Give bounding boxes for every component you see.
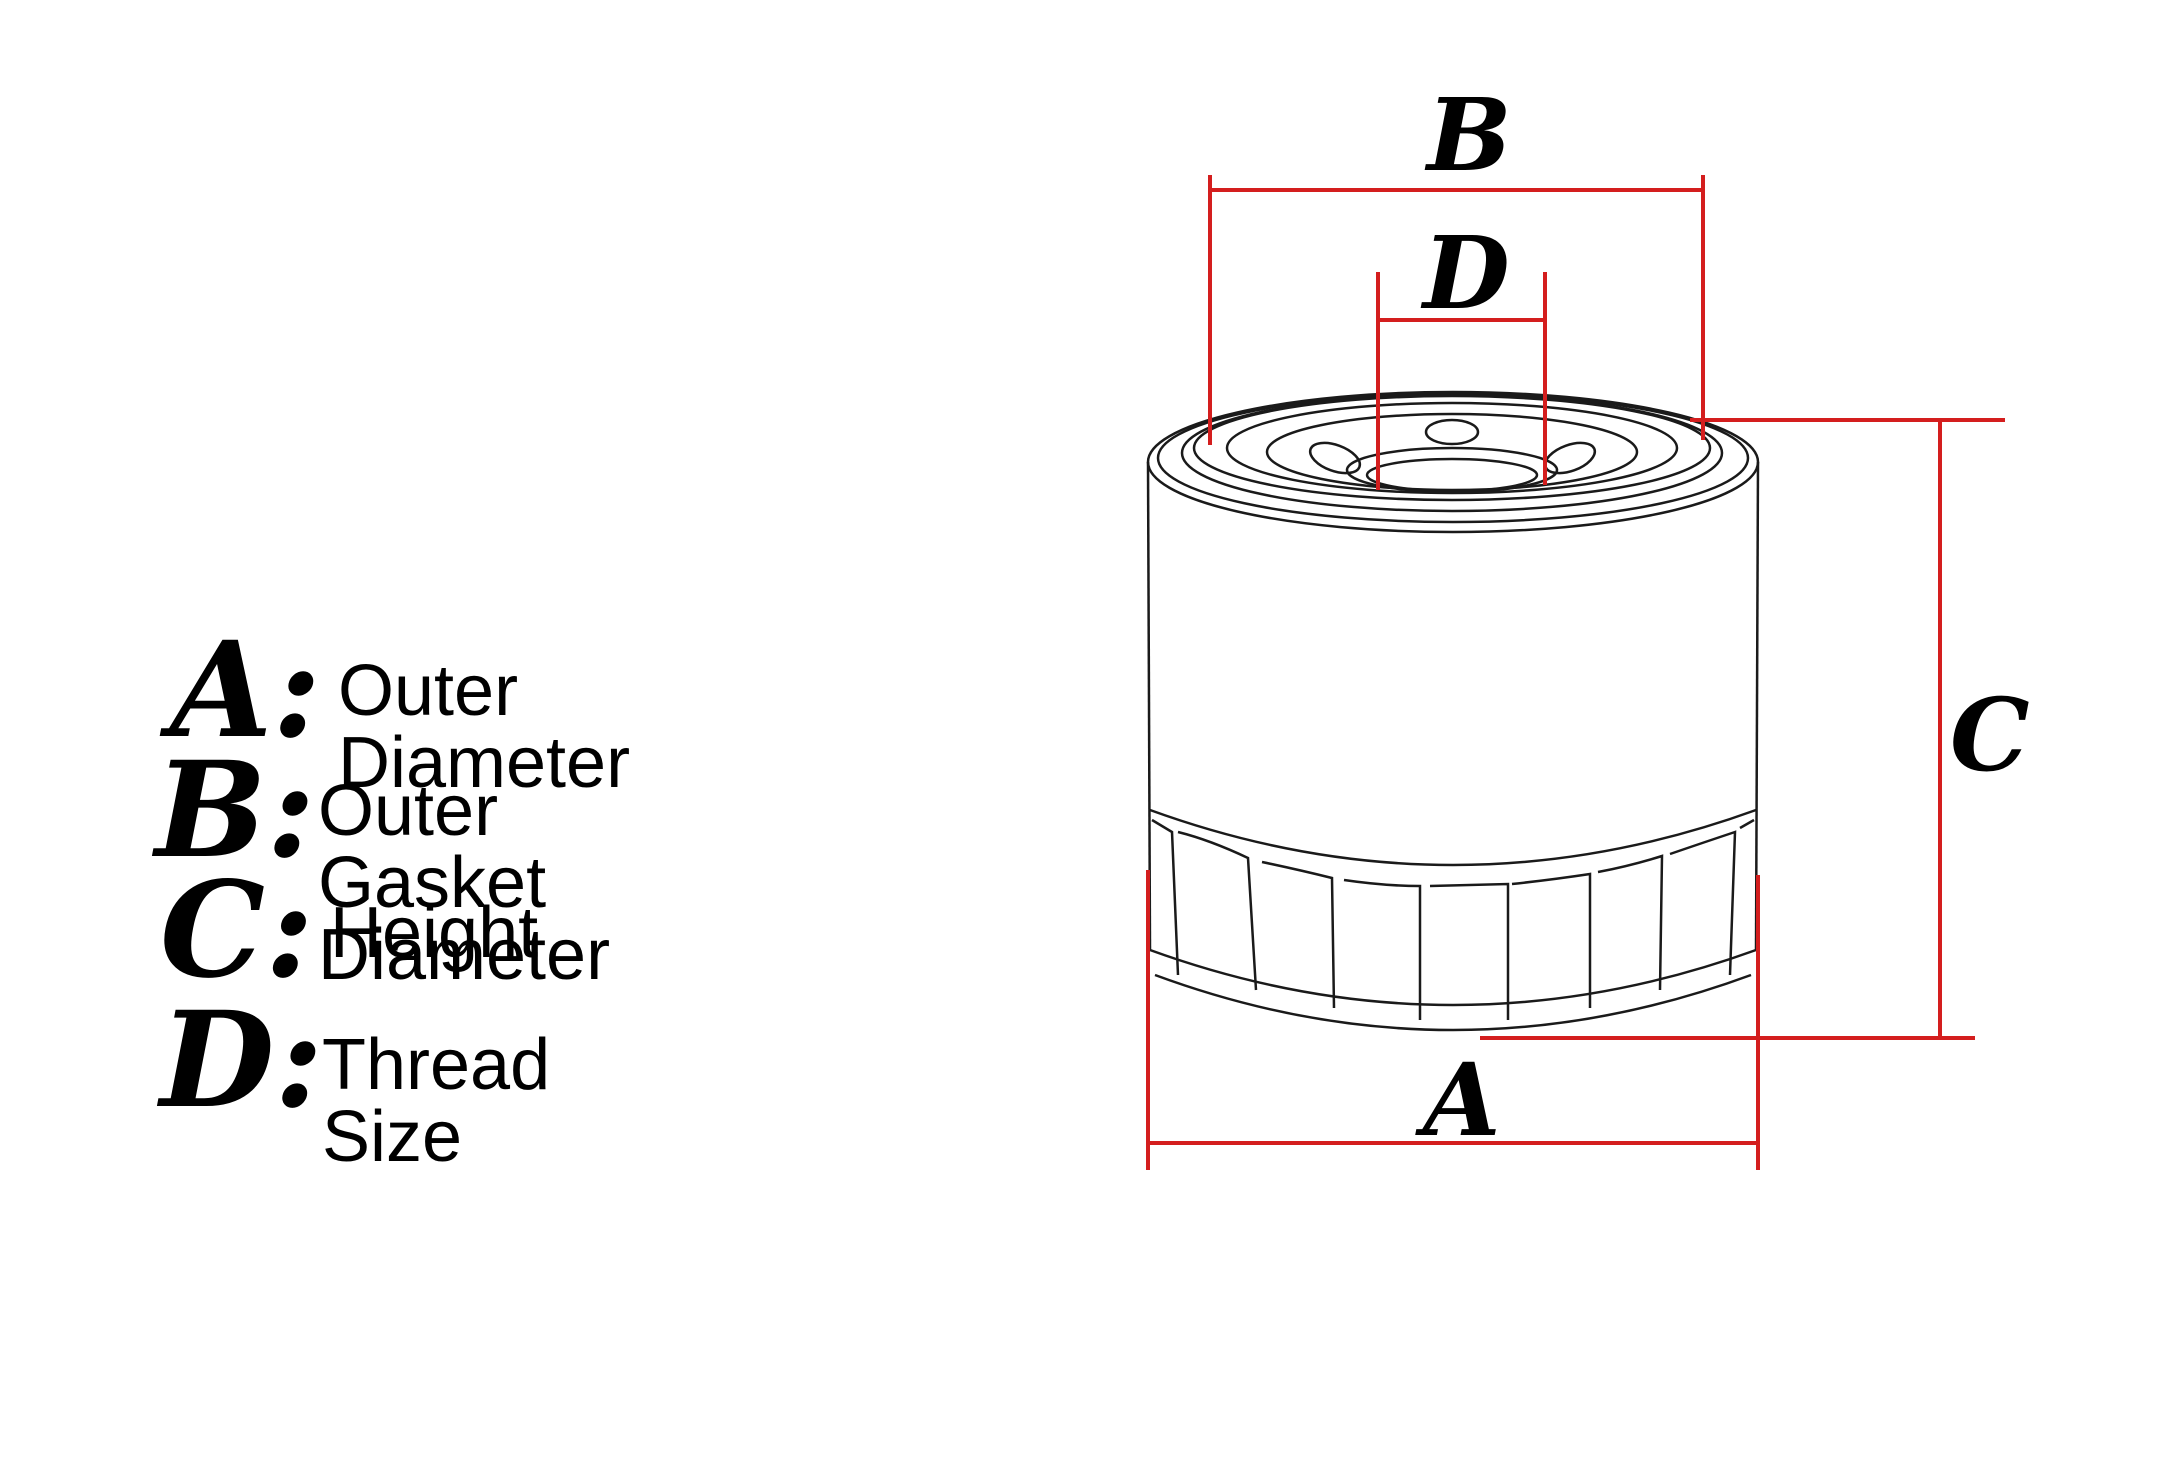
legend-text-c: Height: [330, 893, 539, 973]
dimension-lines: [1146, 175, 2005, 1170]
legend-key-d: D:: [160, 983, 324, 1138]
oil-filter-drawing-icon: [1146, 390, 1760, 1032]
legend-key-a: A:: [170, 613, 322, 768]
filter-left-side: [1146, 461, 1152, 951]
legend-text-d: Thread Size: [322, 1025, 551, 1177]
legend-text-a: Outer Diameter: [338, 651, 631, 803]
grip-band-top: [1149, 808, 1757, 867]
dim-label-d: D: [1420, 214, 1510, 332]
dim-label-c: C: [1950, 676, 2030, 794]
legend-key-c: C:: [160, 853, 314, 1008]
legend-text-b: Outer Gasket Diameter: [318, 771, 611, 995]
filter-top-rim-outer: [1146, 390, 1760, 534]
legend-key-b: B:: [155, 733, 316, 888]
dim-label-a: A: [1415, 1041, 1501, 1159]
dim-label-b: B: [1424, 76, 1512, 194]
filter-bottom-edge: [1149, 948, 1757, 1007]
filter-right-side: [1754, 461, 1760, 951]
